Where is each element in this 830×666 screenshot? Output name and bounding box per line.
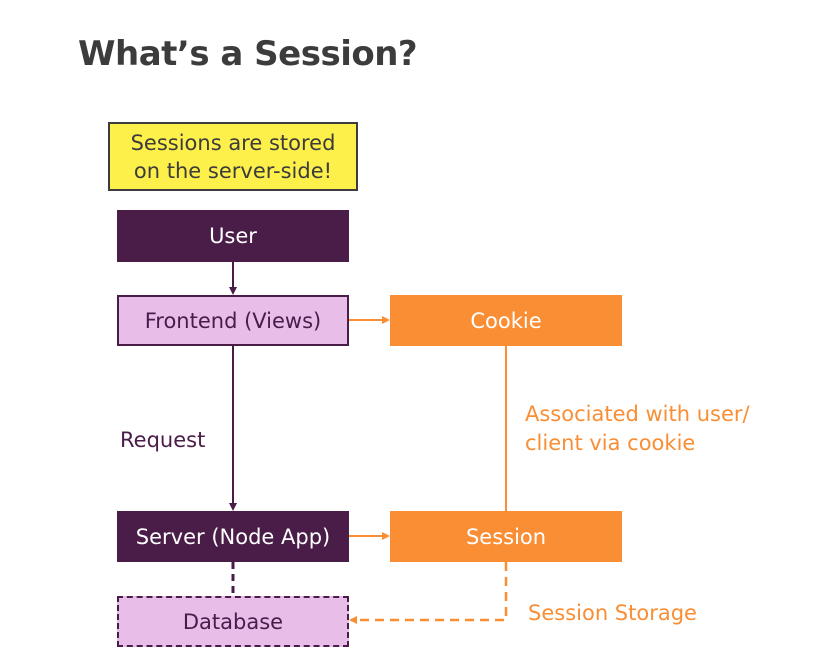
server-side-note: Sessions are stored on the server-side! xyxy=(108,122,358,191)
frontend-node: Frontend (Views) xyxy=(117,295,349,346)
server-node: Server (Node App) xyxy=(117,511,349,562)
note-line-2: on the server-side! xyxy=(133,158,333,183)
session-storage-arrow xyxy=(349,562,508,624)
user-node: User xyxy=(117,210,349,262)
association-label: Associated with user/ client via cookie xyxy=(525,400,750,458)
cookie-node: Cookie xyxy=(390,295,622,346)
association-label-line-1: Associated with user/ xyxy=(525,402,750,426)
note-line-1: Sessions are stored xyxy=(130,130,336,155)
session-storage-label: Session Storage xyxy=(528,601,697,625)
request-label: Request xyxy=(120,428,206,452)
association-label-line-2: client via cookie xyxy=(525,431,696,455)
slide-title: What’s a Session? xyxy=(78,34,418,74)
session-node: Session xyxy=(390,511,622,562)
database-node: Database xyxy=(117,596,349,647)
